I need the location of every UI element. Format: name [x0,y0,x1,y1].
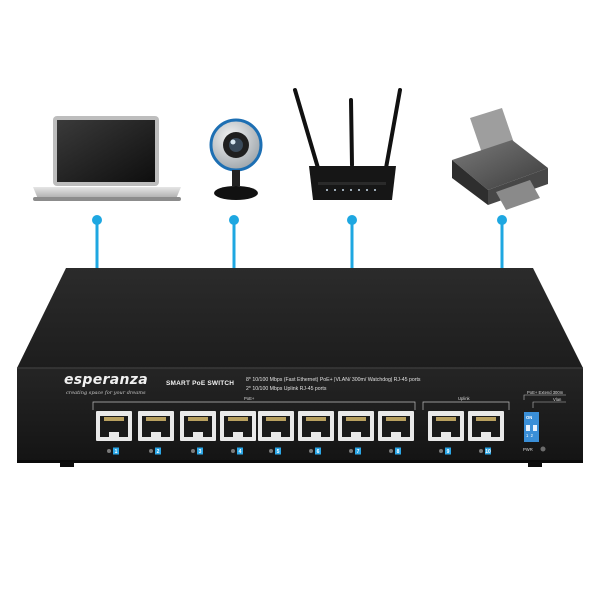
port-number-badge-10 [485,447,491,455]
ethernet-port-7[interactable] [338,411,374,441]
port-led-3 [191,449,195,453]
port-led-7 [349,449,353,453]
port-number-10: 10 [485,449,491,455]
ethernet-port-6[interactable] [298,411,334,441]
port-group-brackets [92,401,510,410]
dip-number-labels: 1 2 [526,433,533,438]
dip-on-label: ON [526,415,533,420]
port-led-8 [389,449,393,453]
port-led-1 [107,449,111,453]
port-number-8: 8 [397,449,400,455]
dip-label-vlan: Vlan [553,397,562,402]
port-number-badge-7 [355,447,361,455]
port-led-4 [231,449,235,453]
uplink-label: Uplink [458,396,470,401]
port-number-badge-9 [445,447,451,455]
port-led-6 [309,449,313,453]
port-led-9 [439,449,443,453]
dip-label-poe-extend: PoE+ Extend 300m [527,390,564,395]
poe-label: PoE+ [244,396,255,401]
webcam-icon [209,118,263,200]
dip-switch [523,394,566,442]
laptop-icon [33,116,181,201]
ethernet-port-1[interactable] [96,411,132,441]
brand-tagline: creating space for your dreams [66,390,146,396]
port-number-6: 6 [317,449,320,455]
port-number-4: 4 [239,449,242,455]
port-number-1: 1 [115,449,118,455]
port-number-badge-6 [315,447,321,455]
ethernet-port-4[interactable] [220,411,256,441]
ethernet-port-9[interactable] [428,411,464,441]
port-number-badge-4 [237,447,243,455]
ethernet-port-8[interactable] [378,411,414,441]
brand-logo: esperanza [64,372,148,388]
spec-line-2: 2* 10/100 Mbps Uplink RJ-45 ports [246,386,327,392]
ethernet-port-3[interactable] [180,411,216,441]
spec-line-1: 8* 10/100 Mbps (Fast Ethernet) PoE+ |VLA… [246,377,421,383]
port-number-3: 3 [199,449,202,455]
ethernet-port-5[interactable] [258,411,294,441]
port-number-badge-2 [155,447,161,455]
port-led-10 [479,449,483,453]
port-number-7: 7 [357,449,360,455]
port-number-5: 5 [277,449,280,455]
port-number-badge-8 [395,447,401,455]
port-number-badge-3 [197,447,203,455]
model-name: SMART PoE SWITCH [166,380,235,387]
port-number-badge-1 [113,447,119,455]
ethernet-ports: 1 2 3 4 5 6 7 8 9 10 [96,411,504,455]
port-number-9: 9 [447,449,450,455]
ethernet-port-10[interactable] [468,411,504,441]
router-icon [293,88,402,200]
port-led-2 [149,449,153,453]
ethernet-port-2[interactable] [138,411,174,441]
printer-icon [452,108,548,210]
pwr-label: PWR [523,447,533,452]
port-number-badge-5 [275,447,281,455]
power-led [540,446,546,452]
connector-lines [92,215,507,272]
port-led-5 [269,449,273,453]
port-number-2: 2 [157,449,160,455]
